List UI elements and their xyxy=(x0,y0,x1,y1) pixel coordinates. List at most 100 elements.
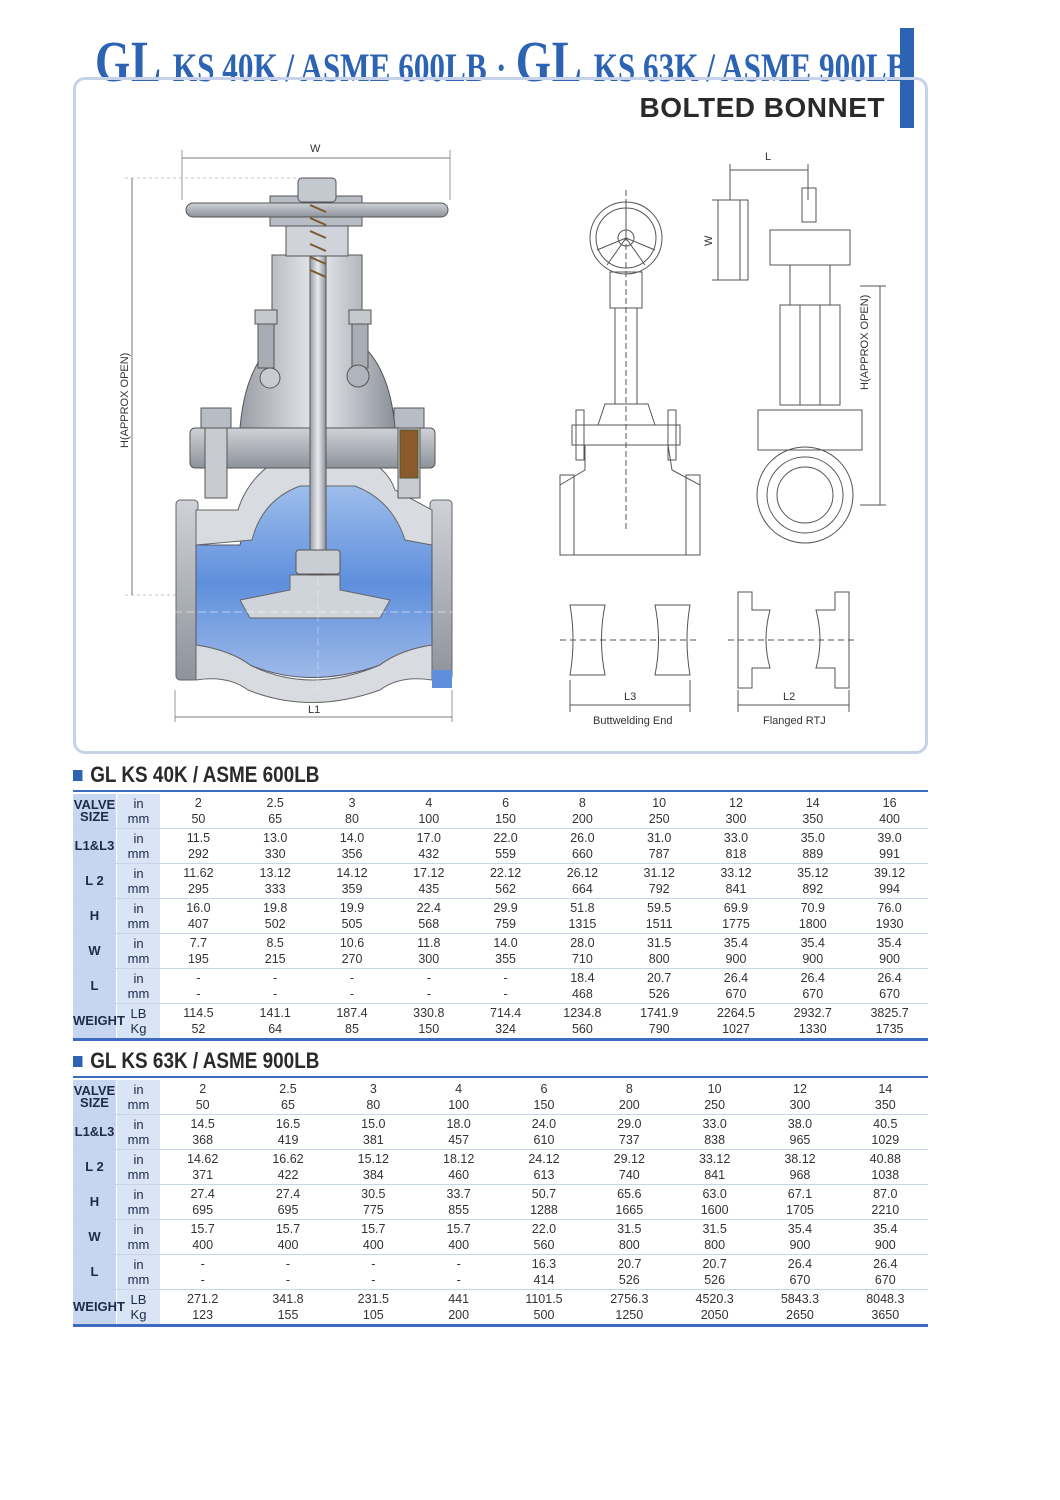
value-primary: 187.4 xyxy=(336,1006,368,1020)
title-gl-2: GL xyxy=(515,29,583,94)
value-secondary: 435 xyxy=(418,882,440,896)
value-primary: - xyxy=(349,971,355,985)
value-primary: 141.1 xyxy=(259,1006,291,1020)
value-primary: 18.0 xyxy=(446,1117,471,1131)
value-primary: 16.5 xyxy=(275,1117,301,1131)
value-primary: 35.4 xyxy=(800,936,825,950)
value-secondary: 422 xyxy=(277,1168,299,1182)
value-secondary: 155 xyxy=(277,1308,299,1322)
row-label-text: SIZE xyxy=(80,809,109,824)
unit-text: mm xyxy=(127,1097,150,1112)
value-primary: 31.12 xyxy=(643,866,675,880)
value-primary: 14.0 xyxy=(339,831,365,845)
value-secondary: 355 xyxy=(495,952,517,966)
value-primary: 17.12 xyxy=(413,866,445,880)
value-secondary: 384 xyxy=(362,1168,384,1182)
value-secondary: 968 xyxy=(789,1168,811,1182)
value-secondary: 200 xyxy=(448,1308,470,1322)
value-primary: 14 xyxy=(878,1082,893,1096)
value-primary: 30.5 xyxy=(361,1187,386,1201)
value-secondary: 1705 xyxy=(786,1203,814,1217)
table-2-top-rule xyxy=(73,1076,928,1078)
value-secondary: 841 xyxy=(725,882,747,896)
row-label: L 2 xyxy=(73,1149,117,1185)
value-secondary: 150 xyxy=(418,1022,440,1036)
value-primary: 8 xyxy=(578,796,586,810)
value-secondary: 419 xyxy=(277,1133,299,1147)
value-primary: 26.0 xyxy=(570,831,595,845)
value-secondary: 1775 xyxy=(722,917,750,931)
unit-text: in xyxy=(133,1117,144,1132)
value-secondary: 740 xyxy=(618,1168,640,1182)
value-secondary: 560 xyxy=(533,1238,555,1252)
value-primary: 22.0 xyxy=(531,1222,557,1236)
value-secondary: 80 xyxy=(366,1098,381,1112)
value-secondary: 818 xyxy=(725,847,747,861)
value-primary: 33.0 xyxy=(702,1117,727,1131)
value-secondary: - xyxy=(371,1273,376,1287)
value-secondary: 400 xyxy=(192,1238,214,1252)
row-label-text: VALVE xyxy=(73,1083,116,1098)
value-secondary: 1330 xyxy=(798,1022,827,1036)
bullet-square-icon xyxy=(73,1055,83,1067)
value-primary: 26.4 xyxy=(800,971,825,985)
value-secondary: 1665 xyxy=(615,1203,644,1217)
value-secondary: 994 xyxy=(879,882,901,896)
value-primary: 26.4 xyxy=(877,971,902,985)
value-secondary: - xyxy=(200,1273,205,1287)
value-secondary: 775 xyxy=(362,1203,384,1217)
row-label-text: W xyxy=(88,1229,101,1244)
buttwelding-label: Buttwelding End xyxy=(593,715,673,727)
value-secondary: 215 xyxy=(264,952,286,966)
value-secondary: 460 xyxy=(448,1168,470,1182)
value-secondary: 400 xyxy=(448,1238,470,1252)
value-secondary: 562 xyxy=(495,882,517,896)
value-secondary: 324 xyxy=(495,1022,517,1036)
value-primary: 16.3 xyxy=(531,1257,557,1271)
row-label-text: SIZE xyxy=(80,1095,109,1110)
value-primary: 70.9 xyxy=(800,901,825,915)
row-label-text: L1&L3 xyxy=(74,838,115,853)
value-primary: 51.8 xyxy=(570,901,595,915)
value-secondary: 526 xyxy=(704,1273,726,1287)
row-label-text: L xyxy=(90,978,99,993)
value-primary: 1234.8 xyxy=(563,1006,602,1020)
value-primary: 11.8 xyxy=(417,936,441,950)
value-secondary: 1930 xyxy=(875,917,904,931)
page-subtitle: BOLTED BONNET xyxy=(639,92,885,123)
row-label-text: H xyxy=(89,1194,100,1209)
value-primary: 14.5 xyxy=(190,1117,215,1131)
value-secondary: 900 xyxy=(874,1238,896,1252)
value-primary: 35.0 xyxy=(800,831,825,845)
row-label: L xyxy=(73,968,117,1004)
